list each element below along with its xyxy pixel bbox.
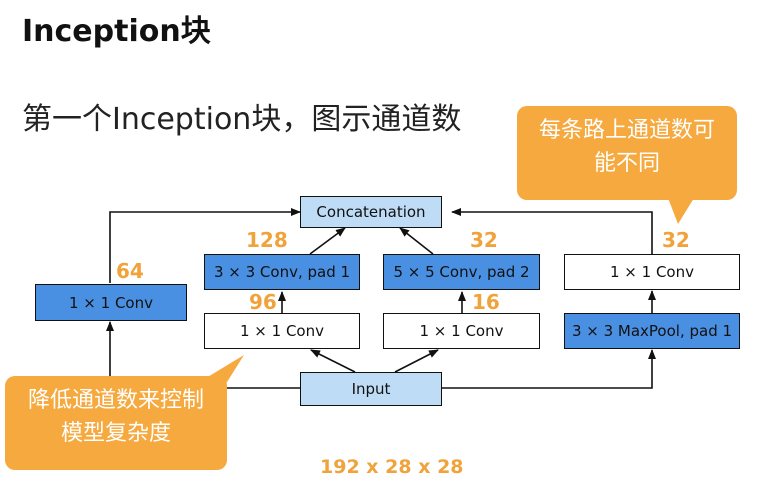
callout-channels-differ-line2: 能不同	[593, 151, 660, 176]
arrow-input-to-path4	[442, 349, 656, 389]
arrow-path2-to-concat	[309, 227, 346, 255]
arrow-path4-to-concat	[451, 208, 653, 254]
path3-channel-count: 32	[470, 228, 498, 252]
arrow-input-to-path3	[394, 349, 439, 373]
slide-subtitle: 第一个Inception块，图示通道数	[22, 102, 462, 137]
path4-conv1x1-node: 1 × 1 Conv	[564, 254, 740, 290]
callout-reduce-channels-line1: 降低通道数来控制	[27, 388, 204, 413]
callout-top-right-tail	[668, 198, 694, 224]
path4-maxpool-node: 3 × 3 MaxPool, pad 1	[564, 313, 740, 349]
callout-reduce-channels-line2: 模型复杂度	[60, 421, 171, 446]
arrow-path1-to-concat	[109, 208, 301, 283]
arrow-path3-to-concat	[399, 227, 434, 255]
path1-conv1x1-node: 1 × 1 Conv	[35, 284, 187, 321]
path2-conv3x3-node: 3 × 3 Conv, pad 1	[204, 254, 360, 290]
path4-channel-count: 32	[662, 228, 690, 252]
concatenation-node: Concatenation	[300, 196, 442, 228]
input-size-label: 192 x 28 x 28	[320, 456, 464, 478]
path2-conv1x1-node: 1 × 1 Conv	[204, 313, 360, 349]
path3-mid-channel-count: 16	[472, 290, 500, 314]
callout-reduce-channels: 降低通道数来控制 模型复杂度	[5, 376, 227, 470]
slide-title: Inception块	[22, 14, 211, 49]
path2-mid-channel-count: 96	[249, 290, 277, 314]
path1-channel-count: 64	[116, 259, 144, 283]
path3-conv5x5-node: 5 × 5 Conv, pad 2	[383, 254, 540, 290]
callout-channels-differ: 每条路上通道数可 能不同	[517, 106, 737, 200]
path2-channel-count: 128	[246, 228, 288, 252]
callout-channels-differ-line1: 每条路上通道数可	[538, 118, 715, 143]
path3-conv1x1-node: 1 × 1 Conv	[383, 313, 540, 349]
input-node: Input	[300, 372, 442, 406]
arrow-input-to-path2	[310, 349, 356, 373]
